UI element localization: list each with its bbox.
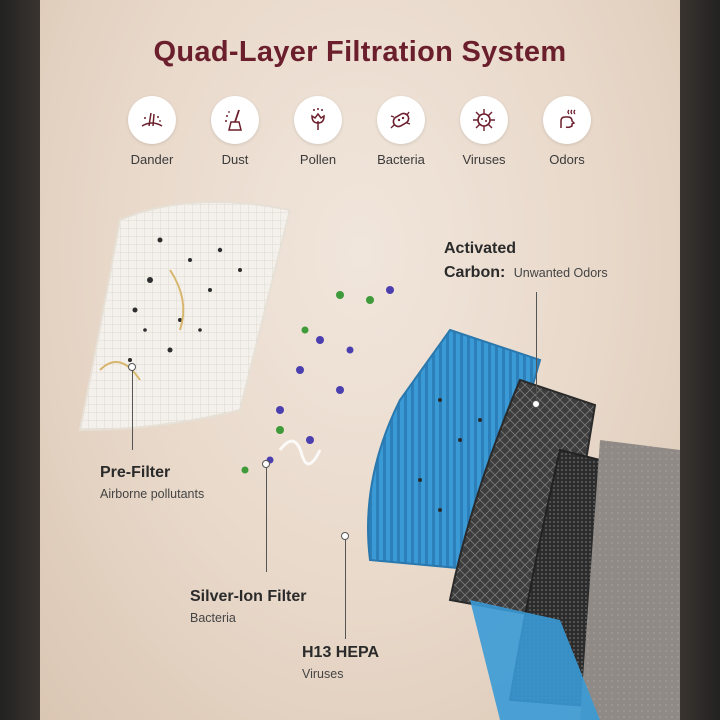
- dander-icon: [141, 112, 163, 127]
- carbon-name-line2: Carbon:: [444, 264, 506, 281]
- virus-icon: [473, 109, 495, 131]
- pollutant-dust: Dust: [195, 96, 275, 167]
- hair-strand: [99, 361, 141, 381]
- pollutant-pollen: Pollen: [278, 96, 358, 167]
- left-border: [0, 0, 40, 720]
- carbon-callout: Activated Carbon: Unwanted Odors: [444, 240, 608, 282]
- right-border: [680, 0, 720, 720]
- silver-ion-desc: Bacteria: [190, 611, 236, 625]
- pollutant-label: Pollen: [299, 152, 337, 167]
- pollutant-label: Bacteria: [377, 152, 425, 167]
- bacteria-icon: [390, 111, 411, 129]
- bacteria-particles: [241, 291, 374, 474]
- silver-ion-leader: [266, 467, 267, 572]
- pollen-icon: [311, 108, 325, 130]
- odor-icon: [560, 109, 576, 129]
- pre-filter-desc: Airborne pollutants: [100, 487, 205, 501]
- hepa-trapped-particles: [418, 398, 482, 512]
- trapped-debris: [128, 237, 242, 362]
- virus-particles: [266, 286, 394, 464]
- carbon-desc: Unwanted Odors: [513, 266, 608, 280]
- filter-illustration: [78, 201, 680, 720]
- hepa-name: H13 HEPA: [302, 644, 380, 661]
- blue-base: [470, 600, 600, 720]
- pollutant-label: Dust: [221, 152, 249, 167]
- pre-filter-callout: Pre-Filter Airborne pollutants: [100, 464, 204, 501]
- pollutant-viruses: Viruses: [444, 96, 524, 167]
- pollutant-odors: Odors: [527, 96, 607, 167]
- pre-filter-sheet: [78, 201, 292, 432]
- pollutant-label: Odors: [549, 152, 585, 167]
- hepa-callout: H13 HEPA Viruses: [302, 644, 379, 681]
- hair-strand: [169, 269, 185, 331]
- silver-ion-callout: Silver-Ion Filter Bacteria: [190, 588, 306, 625]
- pre-filter-name: Pre-Filter: [100, 464, 171, 481]
- page-title: Quad-Layer Filtration System: [153, 36, 567, 68]
- pollutant-label: Dander: [130, 152, 174, 167]
- carbon-name-line1: Activated: [444, 240, 517, 257]
- pollutant-dander: Dander: [112, 96, 192, 167]
- hepa-leader: [345, 539, 346, 639]
- felt-layer: [580, 440, 680, 720]
- hepa-desc: Viruses: [302, 667, 344, 681]
- poster: Quad-Layer Filtration System Dander: [40, 0, 680, 720]
- dust-icon: [225, 109, 242, 131]
- carbon-leader: [536, 292, 537, 400]
- airflow-swirl: [278, 439, 322, 466]
- pre-filter-leader: [132, 370, 133, 450]
- carbon-marker: [532, 400, 540, 408]
- pollutant-label: Viruses: [462, 152, 506, 167]
- pollutant-bacteria: Bacteria: [361, 96, 441, 167]
- pollutant-icon-row: Dander Dust Poll: [112, 96, 612, 176]
- silver-ion-name: Silver-Ion Filter: [190, 588, 307, 605]
